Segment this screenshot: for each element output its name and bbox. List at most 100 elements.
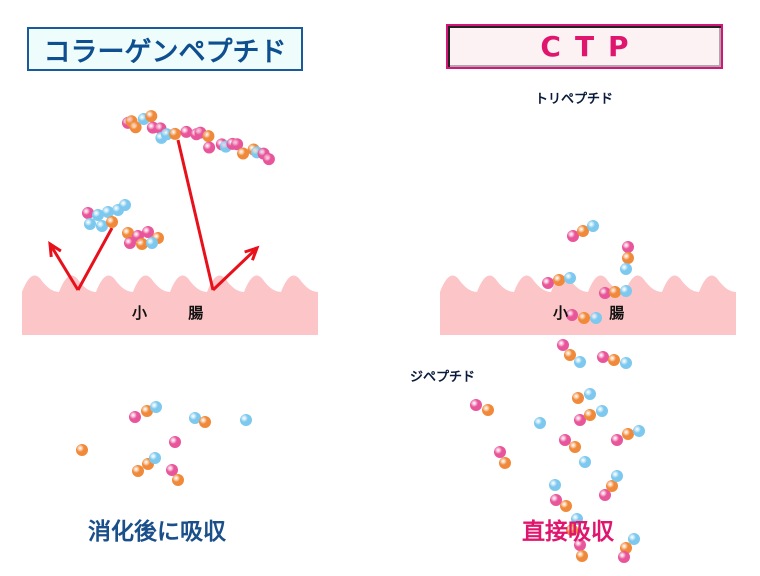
amino-acid-bead (202, 130, 215, 143)
collagen-peptide-title: コラーゲンペプチド (27, 27, 303, 71)
amino-acid-bead (122, 227, 134, 239)
amino-acid-bead (569, 441, 581, 453)
small-intestine-left (22, 275, 318, 335)
amino-acid-bead (199, 416, 211, 428)
amino-acid-bead (609, 286, 621, 298)
amino-acid-bead (622, 241, 634, 253)
red-arrow-line (211, 246, 259, 292)
amino-acid-bead (560, 500, 572, 512)
amino-acid-bead (84, 218, 96, 230)
amino-acid-bead (150, 401, 162, 413)
amino-acid-bead (572, 392, 584, 404)
amino-acid-bead (136, 238, 148, 250)
amino-acid-bead (584, 409, 596, 421)
amino-acid-bead (620, 357, 632, 369)
amino-acid-bead (577, 225, 589, 237)
amino-acid-bead (142, 226, 154, 238)
absorbed-after-digestion-label: 消化後に吸収 (88, 519, 226, 545)
amino-acid-bead (166, 464, 178, 476)
amino-acid-bead (146, 237, 158, 249)
amino-acid-bead (608, 354, 620, 366)
amino-acid-bead (550, 494, 562, 506)
amino-acid-bead (169, 127, 182, 140)
amino-acid-bead (129, 121, 142, 134)
direct-absorption-label: 直接吸収 (522, 519, 614, 545)
amino-acid-bead (633, 425, 645, 437)
arrowhead-icon (244, 245, 260, 261)
amino-acid-bead (96, 220, 108, 232)
amino-acid-bead (597, 351, 609, 363)
arrowhead-icon (48, 241, 62, 258)
amino-acid-bead (262, 153, 275, 166)
amino-acid-bead (172, 474, 184, 486)
amino-acid-bead (590, 312, 602, 324)
amino-acid-bead (584, 388, 596, 400)
amino-acid-bead (622, 252, 634, 264)
amino-acid-bead (549, 479, 561, 491)
amino-acid-bead (628, 533, 640, 545)
amino-acid-bead (620, 263, 632, 275)
small-intestine-label-right: 小 腸 (553, 304, 643, 322)
amino-acid-bead (622, 428, 634, 440)
amino-acid-bead (579, 456, 591, 468)
amino-acid-bead (149, 452, 161, 464)
amino-acid-bead (559, 434, 571, 446)
amino-acid-bead (129, 411, 141, 423)
amino-acid-bead (578, 312, 590, 324)
amino-acid-bead (231, 138, 244, 151)
amino-acid-bead (542, 277, 554, 289)
amino-acid-bead (132, 465, 144, 477)
amino-acid-bead (566, 524, 578, 536)
amino-acid-bead (106, 216, 118, 228)
amino-acid-bead (76, 444, 88, 456)
amino-acid-bead (240, 414, 252, 426)
amino-acid-bead (564, 272, 576, 284)
dipeptide-label: ジペプチド (410, 370, 476, 385)
amino-acid-bead (92, 209, 104, 221)
amino-acid-bead (599, 287, 611, 299)
amino-acid-bead (82, 207, 94, 219)
amino-acid-bead (145, 110, 158, 123)
amino-acid-bead (102, 206, 114, 218)
amino-acid-bead (576, 550, 588, 562)
amino-acid-bead (618, 551, 630, 563)
amino-acid-bead (534, 417, 546, 429)
amino-acid-bead (499, 457, 511, 469)
amino-acid-bead (553, 274, 565, 286)
amino-acid-bead (482, 404, 494, 416)
amino-acid-bead (606, 480, 618, 492)
amino-acid-bead (203, 141, 216, 154)
amino-acid-bead (169, 436, 181, 448)
amino-acid-bead (620, 542, 632, 554)
small-intestine-label-left: 小 腸 (132, 304, 222, 322)
amino-acid-bead (470, 399, 482, 411)
amino-acid-bead (119, 199, 131, 211)
amino-acid-bead (557, 339, 569, 351)
amino-acid-bead (494, 446, 506, 458)
amino-acid-bead (237, 147, 250, 160)
amino-acid-bead (564, 349, 576, 361)
amino-acid-bead (611, 434, 623, 446)
amino-acid-bead (611, 470, 623, 482)
amino-acid-bead (189, 412, 201, 424)
amino-acid-bead (574, 356, 586, 368)
amino-acid-bead (574, 539, 586, 551)
red-arrow-line (76, 227, 114, 291)
amino-acid-bead (596, 405, 608, 417)
red-arrow-line (176, 139, 215, 291)
small-intestine-right (440, 275, 736, 335)
amino-acid-bead (620, 285, 632, 297)
amino-acid-bead (566, 309, 578, 321)
red-arrow-line (48, 243, 80, 291)
amino-acid-bead (587, 220, 599, 232)
amino-acid-bead (571, 513, 583, 525)
tripeptide-label: トリペプチド (535, 92, 614, 107)
amino-acid-bead (599, 489, 611, 501)
amino-acid-bead (141, 405, 153, 417)
amino-acid-bead (124, 237, 136, 249)
ctp-title: CTP (446, 24, 723, 69)
amino-acid-bead (567, 230, 579, 242)
amino-acid-bead (180, 125, 193, 138)
